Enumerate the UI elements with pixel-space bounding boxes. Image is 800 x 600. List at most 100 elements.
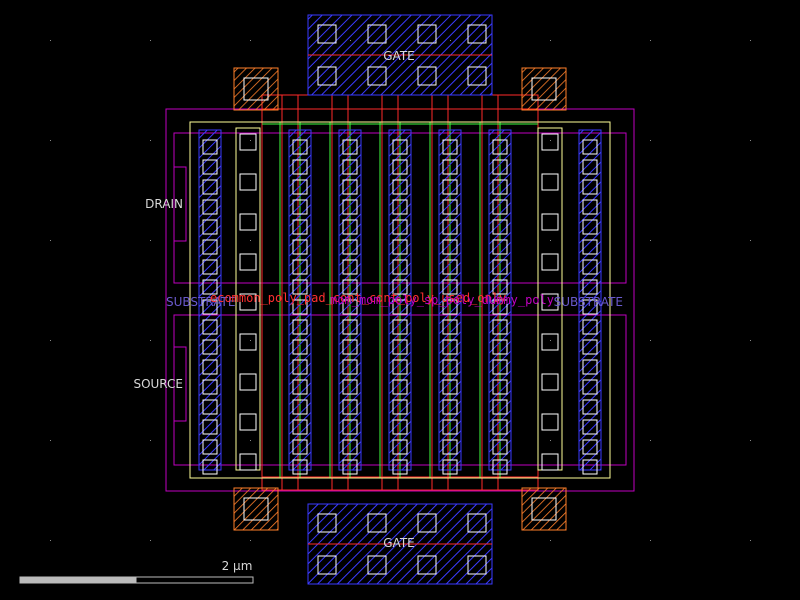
contact-square	[239, 413, 257, 431]
contact-square	[541, 253, 559, 271]
gate-contact	[367, 555, 387, 575]
contact-square	[239, 173, 257, 191]
contact-square	[582, 299, 598, 315]
contact-square	[582, 139, 598, 155]
scale-bar: 2 μm	[19, 559, 254, 584]
grid-dot	[750, 540, 751, 541]
contact-square	[442, 259, 458, 275]
contact-square	[582, 459, 598, 475]
contact-square	[442, 159, 458, 175]
contact-square	[202, 299, 218, 315]
contact-square	[492, 459, 508, 475]
contact-square	[202, 279, 218, 295]
substrate-tap	[521, 67, 567, 111]
contact-square	[582, 159, 598, 175]
contact-square	[392, 399, 408, 415]
scale-bar-fill	[20, 577, 137, 583]
contact-square	[392, 299, 408, 315]
contact-square	[582, 439, 598, 455]
contact-square	[492, 179, 508, 195]
grid-dot	[250, 540, 251, 541]
contact-square	[392, 139, 408, 155]
contact-square	[582, 319, 598, 335]
contact-square	[442, 399, 458, 415]
contact-square	[239, 293, 257, 311]
contact-square	[582, 279, 598, 295]
contact-square	[342, 299, 358, 315]
contact-square	[292, 399, 308, 415]
drain-tab	[173, 166, 187, 242]
substrate-tap	[233, 487, 279, 531]
contact-square	[202, 399, 218, 415]
contact-square	[202, 359, 218, 375]
grid-dot	[750, 340, 751, 341]
contact-square	[392, 199, 408, 215]
grid-dot	[650, 140, 651, 141]
grid-dot	[550, 340, 551, 341]
grid-dot	[550, 40, 551, 41]
grid-dot	[150, 340, 151, 341]
contact-square	[292, 359, 308, 375]
contact-square	[392, 439, 408, 455]
contact-square	[582, 379, 598, 395]
contact-square	[392, 219, 408, 235]
gate-contact	[417, 66, 437, 86]
grid-dot	[550, 540, 551, 541]
contact-square	[392, 359, 408, 375]
gate-contact	[367, 66, 387, 86]
contact-square	[292, 339, 308, 355]
gate-contact	[367, 513, 387, 533]
contact-square	[541, 333, 559, 351]
contact-square	[202, 319, 218, 335]
gate-contact	[467, 513, 487, 533]
contact-square	[492, 419, 508, 435]
grid-dot	[650, 540, 651, 541]
contact-square	[392, 259, 408, 275]
gate-contact	[467, 24, 487, 44]
contact-square	[442, 459, 458, 475]
contact-square	[239, 453, 257, 471]
contact-square	[342, 219, 358, 235]
contact-square	[292, 219, 308, 235]
overlap-text-b: mom_mom_poly_sp_poly_dummy_poly	[330, 293, 554, 307]
contact-square	[292, 419, 308, 435]
contact-square	[239, 253, 257, 271]
contact-square	[492, 159, 508, 175]
contact-square	[492, 219, 508, 235]
contact-square	[342, 199, 358, 215]
grid-dot	[750, 440, 751, 441]
contact-square	[202, 439, 218, 455]
contact-square	[582, 219, 598, 235]
contact-square	[292, 439, 308, 455]
contact-square	[292, 159, 308, 175]
tap-contact	[531, 77, 557, 101]
contact-square	[202, 339, 218, 355]
grid-dot	[650, 40, 651, 41]
contact-square	[342, 319, 358, 335]
gate-bottom-label: GATE	[383, 536, 415, 550]
contact-square	[582, 399, 598, 415]
contact-square	[442, 359, 458, 375]
contact-square	[582, 419, 598, 435]
contact-square	[492, 339, 508, 355]
contact-square	[342, 399, 358, 415]
contact-square	[342, 159, 358, 175]
contact-square	[202, 259, 218, 275]
contact-square	[492, 359, 508, 375]
contact-square	[292, 239, 308, 255]
grid-dot	[550, 140, 551, 141]
contact-square	[492, 139, 508, 155]
contact-square	[442, 299, 458, 315]
contact-square	[342, 259, 358, 275]
contact-square	[442, 419, 458, 435]
grid-dot	[150, 540, 151, 541]
tap-contact	[243, 77, 269, 101]
contact-square	[392, 419, 408, 435]
grid-dot	[50, 340, 51, 341]
grid-dot	[250, 240, 251, 241]
contact-square	[442, 339, 458, 355]
grid-dot	[650, 340, 651, 341]
contact-square	[541, 293, 559, 311]
contact-square	[202, 419, 218, 435]
